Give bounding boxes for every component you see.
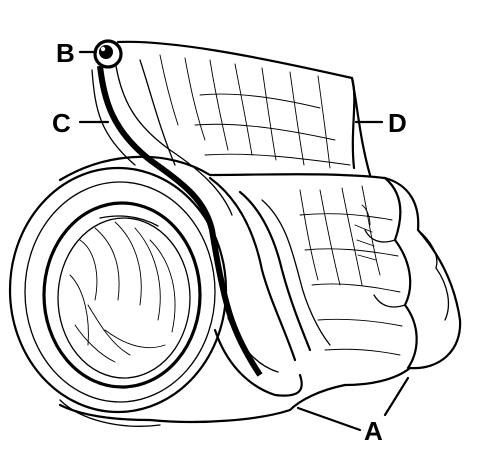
label-c: C bbox=[52, 108, 71, 138]
leader-lines bbox=[78, 50, 410, 432]
label-a: A bbox=[364, 416, 383, 446]
structure-b-vessel bbox=[93, 39, 123, 69]
structure-c-mesentery bbox=[91, 65, 263, 377]
cut-end-lumen bbox=[8, 166, 228, 427]
structure-d-tube bbox=[116, 40, 372, 177]
middle-folds bbox=[208, 176, 403, 397]
lower-tube-body bbox=[58, 155, 462, 424]
label-d: D bbox=[388, 108, 407, 138]
label-b: B bbox=[56, 38, 75, 68]
